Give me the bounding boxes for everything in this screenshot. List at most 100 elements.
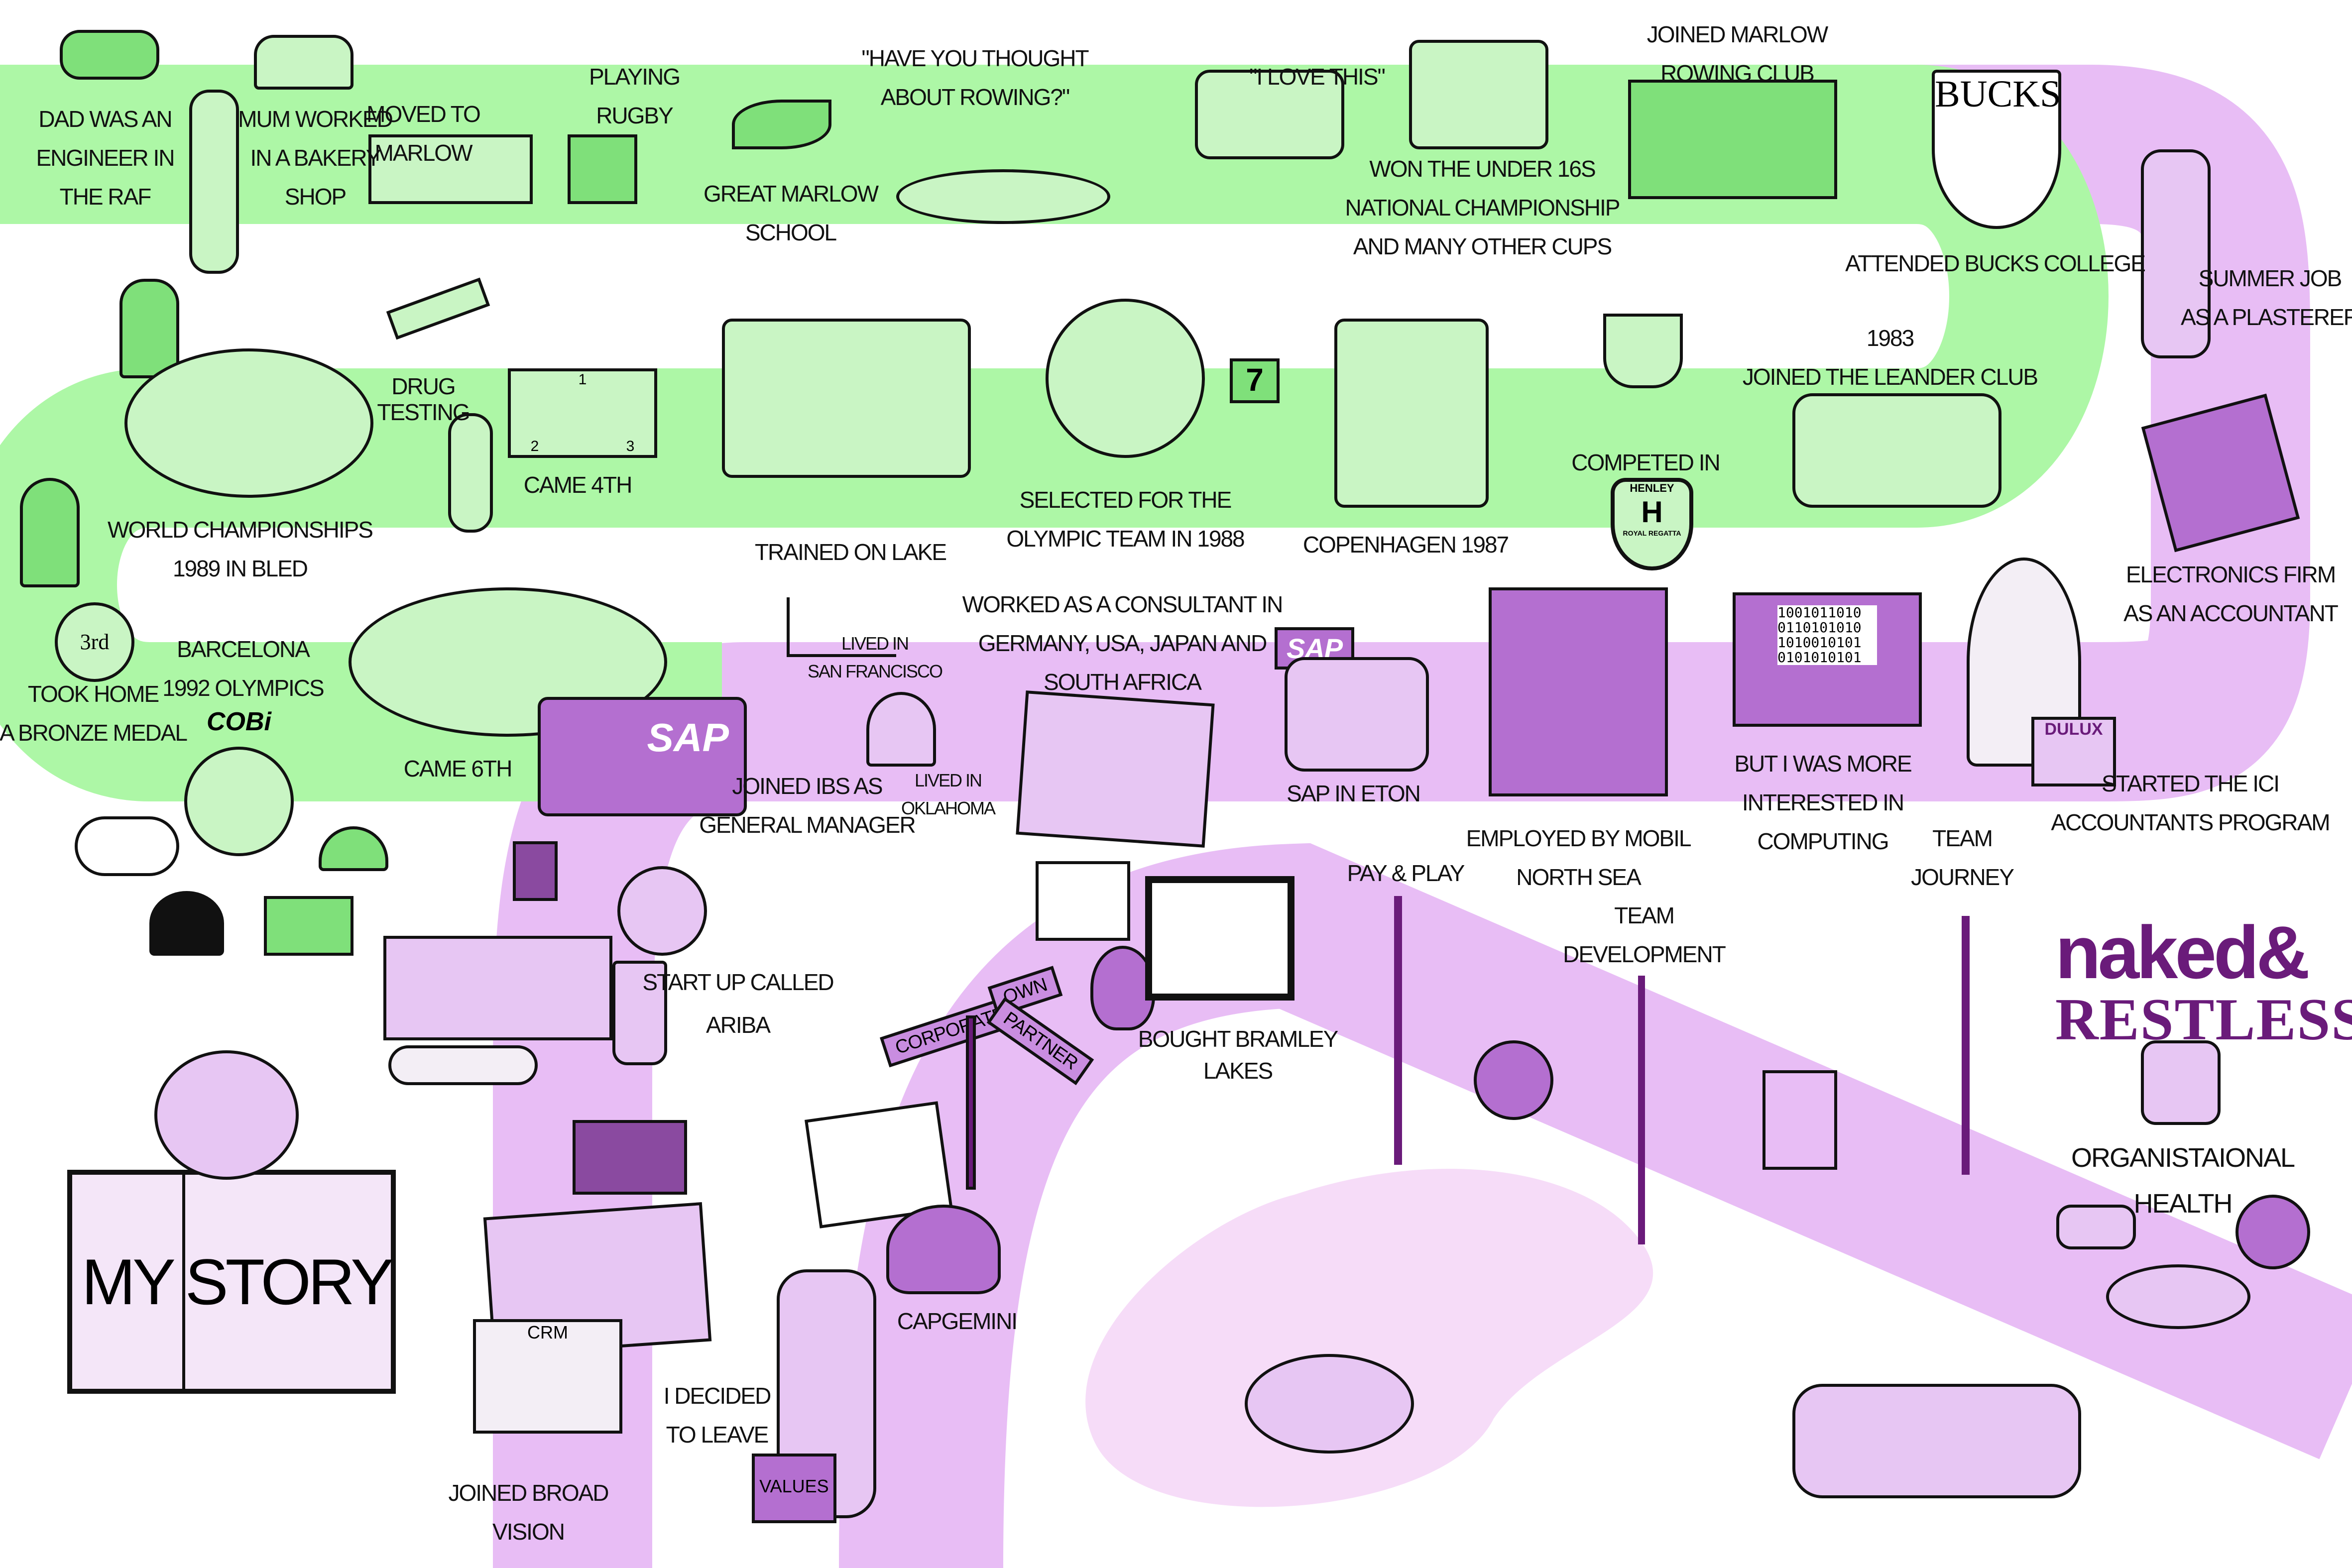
bronze-medal-icon: 3rd [55, 602, 134, 682]
label-line: SCHOOL [745, 220, 837, 245]
sap-truck-icon: SAP [538, 697, 747, 816]
plasterer-figure-icon [2141, 149, 2211, 358]
label-line: SHOP [284, 184, 347, 210]
label-line: LAKES [1203, 1058, 1273, 1084]
henley-badge-bottom-text: ROYAL REGATTA [1623, 529, 1681, 537]
podium-1: 1 [578, 371, 587, 388]
mermaid-flag-icon [1334, 319, 1489, 508]
label-line: CAPGEMINI [897, 1308, 1018, 1334]
marlow-bridge-icon [368, 134, 533, 204]
book-right-page: STORY [185, 1245, 394, 1318]
yoda-icon [119, 279, 179, 378]
running-people-icon [1792, 1384, 2081, 1498]
label-line: AS AN ACCOUNTANT [2123, 600, 2339, 626]
label-line: ELECTRONICS FIRM [2125, 561, 2336, 587]
document-contract-icon [1036, 861, 1130, 941]
label-pay-play: PAY & PLAY [1347, 854, 1465, 893]
label-line: OLYMPIC TEAM IN 1988 [1006, 526, 1245, 552]
label-line: JOINED BROAD [448, 1480, 609, 1506]
label-line: COMPUTING [1757, 828, 1889, 854]
computer-icon: 1001011010 0110101010 1010010101 0101010… [1733, 592, 1922, 727]
tornado-icon [866, 692, 936, 767]
label-line: TOOK HOME [27, 681, 159, 707]
passport-icon [513, 841, 558, 901]
label-line: SAN FRANCISCO [807, 661, 943, 681]
compass-icon [1145, 876, 1294, 1001]
label-competed: COMPETED IN [1571, 443, 1720, 482]
label-sap-eton: SAP IN ETON [1287, 774, 1421, 813]
label-line: COMPETED IN [1571, 449, 1720, 475]
label-line: PLAYING [589, 64, 681, 90]
eu-flag-icon [573, 1120, 687, 1195]
label-capgemini: CAPGEMINI [897, 1302, 1018, 1341]
label-line: 1983 [1866, 325, 1914, 351]
label-line: SELECTED FOR THE [1019, 487, 1232, 513]
henley-regatta-badge: HENLEY H ROYAL REGATTA [1611, 478, 1693, 570]
olympic-rings-icon [1046, 299, 1205, 458]
label-line: SAP IN ETON [1287, 781, 1421, 806]
computer-binary-text: 1001011010 0110101010 1010010101 0101010… [1777, 605, 1877, 665]
label-line: GREAT MARLOW [704, 181, 879, 207]
label-line: 1992 OLYMPICS [162, 675, 324, 701]
airplane-icon [388, 1045, 538, 1085]
golden-gate-bridge-icon [787, 597, 896, 657]
label-line: GENERAL MANAGER [699, 812, 916, 838]
label-line: MOVED TO [366, 101, 481, 127]
label-electronics: ELECTRONICS FIRM AS AN ACCOUNTANT [2123, 555, 2339, 633]
helicopter-lake-icon [722, 319, 971, 478]
label-line: "HAVE YOU THOUGHT [861, 45, 1089, 71]
label-line: WORLD CHAMPIONSHIPS [108, 517, 373, 543]
rugby-ball-icon [568, 134, 637, 204]
rowing-boat-icon [896, 169, 1110, 224]
blender-icon [612, 961, 667, 1065]
athlete-figure-icon [448, 413, 493, 533]
label-line: BUT I WAS MORE [1734, 751, 1912, 777]
trophies-icon [1409, 40, 1548, 149]
spade-icon [886, 1205, 1001, 1294]
label-line: ROWING CLUB [1660, 60, 1815, 86]
sap-truck-text: SAP [647, 715, 729, 760]
label-line: TESTING [377, 399, 470, 425]
money-bag-icon [1090, 946, 1155, 1030]
label-selected: SELECTED FOR THE OLYMPIC TEAM IN 1988 [1006, 480, 1245, 558]
label-line: ATTENDED BUCKS COLLEGE [1845, 250, 2146, 276]
handshake-icon [2056, 1205, 2136, 1249]
faces-icon [2106, 1264, 2250, 1329]
label-line: ORGANISTAIONAL [2071, 1143, 2295, 1173]
cobi-mascot-label: COBi [207, 707, 271, 736]
label-school: GREAT MARLOW SCHOOL [704, 174, 879, 252]
podium-3: 3 [626, 438, 635, 454]
crm-laptop-icon: CRM [473, 1319, 622, 1434]
zipline-pole-right [1962, 916, 1970, 1175]
label-line: TEAM [1932, 825, 1993, 851]
label-line: JOINED IBS AS [732, 773, 883, 799]
label-line: JOURNEY [1911, 864, 2014, 890]
label-line: ARIBA [706, 1012, 771, 1038]
zipline-pole-mid [1638, 976, 1645, 1244]
logo-line-1: naked& [2055, 910, 2310, 994]
plane-icon [60, 30, 159, 80]
label-line: THE RAF [59, 184, 152, 210]
naked-restless-logo: naked& RESTLESS [2055, 915, 2352, 1049]
label-line: TEAM [1614, 902, 1675, 928]
reading-girl-icon [1195, 70, 1344, 159]
label-line: DEVELOPMENT [1563, 941, 1726, 967]
label-line: AND MANY OTHER CUPS [1353, 233, 1612, 259]
values-briefcase-icon: VALUES [752, 1454, 836, 1523]
bled-island-church-icon [124, 348, 373, 498]
podium-2: 2 [530, 438, 539, 454]
henley-cup-icon [1603, 314, 1683, 388]
